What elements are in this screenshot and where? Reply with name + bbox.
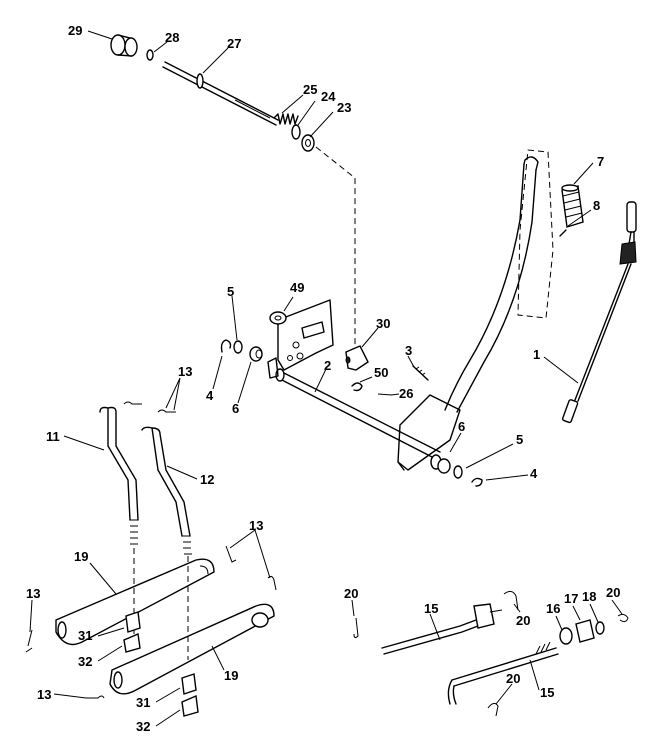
fitting-part-30 (345, 345, 369, 371)
clip-part-20-bottom (487, 702, 499, 717)
lift-link-part-12 (141, 426, 192, 660)
washer-part-18 (595, 621, 605, 635)
cable-part-1 (562, 201, 637, 424)
cotter-pins-part-13-mid (225, 545, 277, 591)
lift-arm-part-19-upper (55, 558, 215, 646)
nut-part-16 (559, 627, 573, 645)
callout-50: 50 (374, 365, 388, 380)
clip-part-4-right (471, 477, 483, 487)
callout-28: 28 (165, 30, 179, 45)
bushing-part-31-lower (181, 673, 197, 695)
callout-31-upper: 31 (78, 628, 92, 643)
callout-20-bottom: 20 (506, 671, 520, 686)
callout-6-left: 6 (232, 401, 239, 416)
link-rod-part-15-upper (381, 603, 503, 655)
washer-part-5-left (233, 340, 243, 354)
pin-part-8 (559, 229, 567, 237)
callout-19-upper: 19 (74, 549, 88, 564)
callout-20-left: 20 (344, 586, 358, 601)
callout-15-upper: 15 (424, 601, 438, 616)
cotter-pin-part-13-left (25, 629, 33, 653)
callout-7: 7 (597, 154, 604, 169)
callout-13-left: 13 (26, 586, 40, 601)
callout-32-upper: 32 (78, 654, 92, 669)
adjust-rod-assembly (110, 34, 356, 350)
washer-part-28 (146, 49, 154, 61)
callout-13-bottom: 13 (37, 687, 51, 702)
bushing-part-6-left (249, 346, 263, 362)
lift-link-part-11 (99, 406, 139, 640)
bolt-part-3 (412, 365, 429, 381)
leader-lines (29, 30, 623, 727)
callout-12: 12 (200, 472, 214, 487)
callout-24: 24 (321, 89, 336, 104)
callout-31-lower: 31 (136, 695, 150, 710)
clip-part-4-left (220, 339, 232, 353)
callout-13-top: 13 (178, 364, 192, 379)
nut-part-32-upper (123, 632, 141, 653)
callout-49: 49 (290, 280, 304, 295)
nut-part-32-lower (181, 694, 199, 717)
callout-8: 8 (593, 198, 600, 213)
callout-18: 18 (582, 589, 596, 604)
knob-part-29 (110, 34, 138, 57)
callout-27: 27 (227, 36, 241, 51)
callout-1: 1 (533, 347, 540, 362)
spring-part-25 (273, 113, 299, 125)
rod-part-27 (162, 61, 279, 126)
bushing-part-6-right (430, 454, 451, 474)
callout-13-mid: 13 (249, 518, 263, 533)
callout-2: 2 (324, 358, 331, 373)
bushing-part-31-upper (125, 611, 141, 633)
callout-labels: 29 28 27 25 24 23 7 8 49 5 30 3 1 2 50 2… (26, 23, 620, 734)
callout-17: 17 (564, 591, 578, 606)
callout-20-upper: 20 (516, 613, 530, 628)
callout-23: 23 (337, 100, 351, 115)
callout-19-lower: 19 (224, 668, 238, 683)
callout-15-lower: 15 (540, 685, 554, 700)
pin-part-26 (377, 393, 393, 396)
grip-part-7 (561, 184, 584, 228)
callout-5-left: 5 (227, 284, 234, 299)
clip-part-50 (351, 382, 363, 392)
washer-part-24 (291, 124, 301, 140)
clip-part-20-left (353, 617, 359, 639)
lift-handle (397, 149, 554, 471)
cotter-pin-part-13-bottom (86, 695, 105, 699)
link-rod-part-15-lower (447, 641, 559, 705)
callout-32-lower: 32 (136, 719, 150, 734)
callout-16: 16 (546, 601, 560, 616)
callout-26: 26 (399, 386, 413, 401)
clip-part-20-right (617, 613, 629, 623)
nut-part-23 (301, 134, 315, 152)
cotter-pins-part-13-top (123, 401, 176, 413)
callout-11: 11 (46, 429, 60, 444)
callout-25: 25 (303, 82, 317, 97)
clip-part-20-upper (503, 590, 519, 611)
bushing-part-49 (269, 311, 287, 325)
block-part-17 (575, 619, 595, 643)
lift-arm-part-19-lower (109, 603, 275, 695)
callout-3: 3 (405, 343, 412, 358)
callout-4-left: 4 (206, 388, 214, 403)
callout-4-right: 4 (530, 466, 538, 481)
callout-6-right: 6 (458, 419, 465, 434)
center-bracket-plate (277, 299, 334, 371)
cross-shaft-part-2 (267, 357, 441, 459)
callout-20-right: 20 (606, 585, 620, 600)
washer-part-5-right (453, 465, 463, 479)
callout-29: 29 (68, 23, 82, 38)
callout-5-right: 5 (516, 432, 523, 447)
callout-30: 30 (376, 316, 390, 331)
